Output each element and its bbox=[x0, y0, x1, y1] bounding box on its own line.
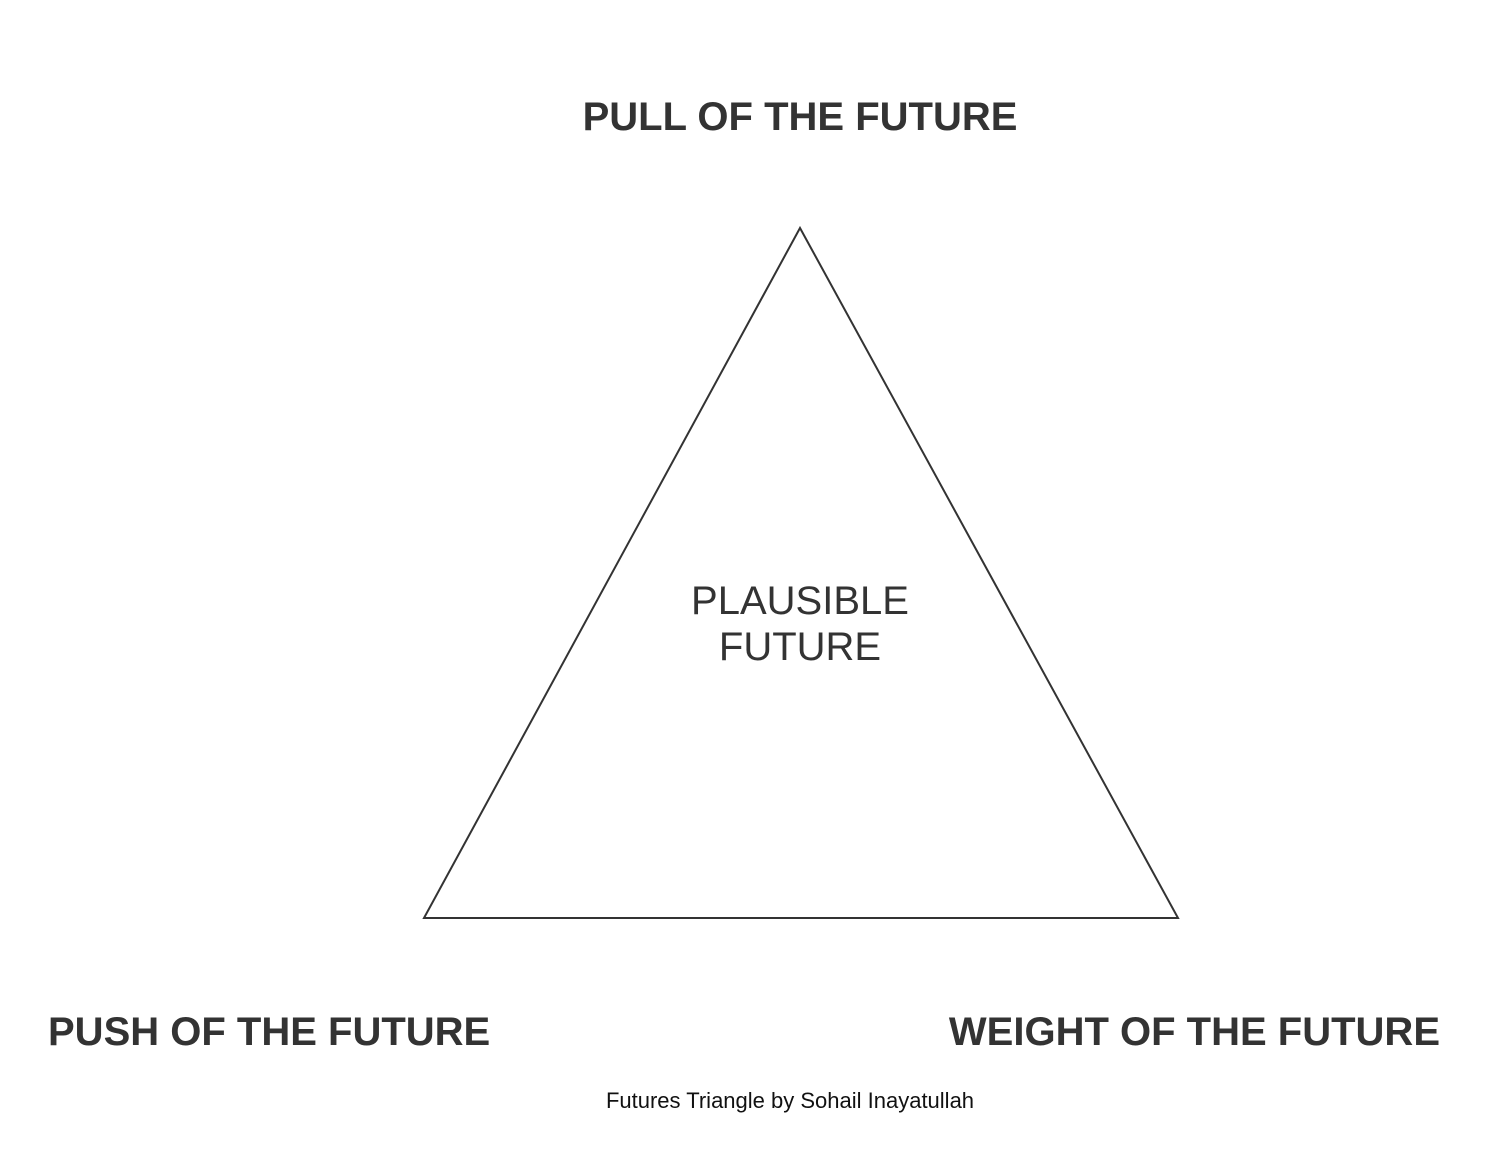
diagram-caption: Futures Triangle by Sohail Inayatullah bbox=[605, 1088, 975, 1113]
weight-of-the-future-label: WEIGHT OF THE FUTURE bbox=[948, 1010, 1440, 1054]
center-label-line1: PLAUSIBLE bbox=[691, 579, 909, 623]
pull-of-the-future-label: PULL OF THE FUTURE bbox=[582, 95, 1018, 139]
plausible-future-label: PLAUSIBLE FUTURE bbox=[600, 578, 1000, 670]
center-label-line2: FUTURE bbox=[718, 625, 882, 669]
triangle-shape bbox=[422, 225, 1180, 919]
push-of-the-future-label: PUSH OF THE FUTURE bbox=[48, 1010, 491, 1054]
